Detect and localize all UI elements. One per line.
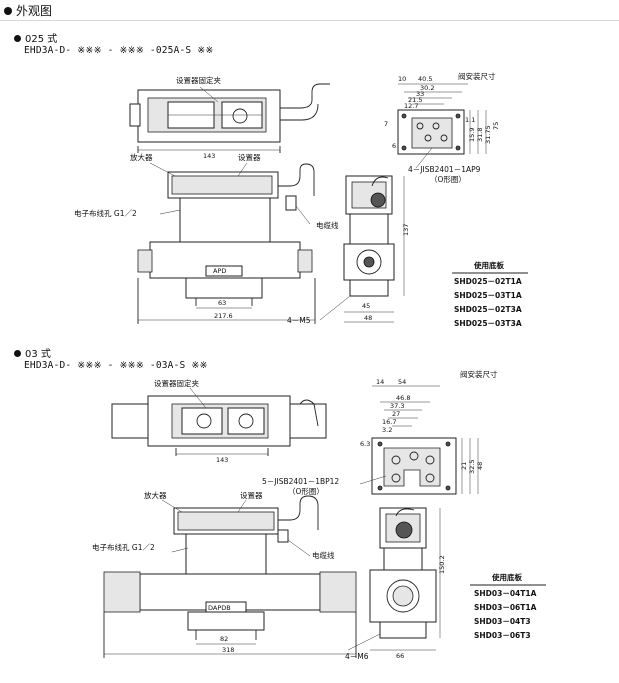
dim-3175-025: 31.75 xyxy=(484,125,492,144)
subplate-item: SHD025－02T1A xyxy=(454,277,522,286)
label-cable-025: 电缆线 xyxy=(316,220,339,230)
apd-logo-025: APD xyxy=(213,267,226,275)
dim-27-03: 27 xyxy=(392,410,400,418)
diagram-025-mount-pattern xyxy=(397,83,487,169)
dim-6-025: 6 xyxy=(392,142,396,150)
dim-159-025: 15.9 xyxy=(468,128,476,142)
header-divider xyxy=(0,20,619,21)
dim-10-025: 10 xyxy=(398,75,406,83)
diagram-025-side-view xyxy=(319,175,405,323)
page-header: 外观图 xyxy=(4,2,52,19)
subplate-item: SHD03－04T3 xyxy=(474,617,531,626)
dim-66-03: 66 xyxy=(396,652,404,660)
bullet-icon xyxy=(14,350,21,357)
label-amplifier-025: 放大器 xyxy=(130,152,153,162)
bullet-icon xyxy=(4,7,12,15)
subplate-item: SHD03－06T3 xyxy=(474,631,531,640)
dim-137-025: 137 xyxy=(402,224,410,236)
diagram-025-top-view xyxy=(129,83,330,153)
dim-318-03: 318 xyxy=(222,646,234,654)
section-025-title: 025 式 xyxy=(25,34,58,45)
dim-33-025: 33 xyxy=(416,90,424,98)
section-03-title: 03 式 xyxy=(25,349,51,360)
diagram-03-mount-pattern xyxy=(359,385,479,495)
dim-318-025: 31.8 xyxy=(476,128,484,142)
section-03-model: EHD3A-D- ※※※ - ※※※ -03A-S ※※ xyxy=(24,360,208,371)
subplate-item: SHD025－02T3A xyxy=(454,305,522,314)
section-03-heading: 03 式 xyxy=(14,345,51,360)
label-clamp-03: 设置器固定夹 xyxy=(154,378,199,388)
subplate-table-025: 使用底板 SHD025－02T1A SHD025－03T1A SHD025－02… xyxy=(452,260,528,328)
diagram-03-side-view xyxy=(347,507,441,651)
label-setter-03: 设置器 xyxy=(240,490,263,500)
label-amplifier-03: 放大器 xyxy=(144,490,167,500)
dim-468-03: 46.8 xyxy=(396,394,410,402)
subplate-item: SHD025－03T1A xyxy=(454,291,522,300)
subplate-item: SHD03－04T1A xyxy=(474,589,537,598)
bullet-icon xyxy=(14,35,21,42)
label-conduit-025: 电子布线孔 G1／2 xyxy=(74,208,137,218)
subplate-item: SHD03－06T1A xyxy=(474,603,537,612)
dim-2176-025: 217.6 xyxy=(214,312,233,320)
dim-325-03: 32.5 xyxy=(468,460,476,474)
label-cable-03: 电缆线 xyxy=(312,550,335,560)
page-title: 外观图 xyxy=(16,4,53,18)
dim-127-025: 12.7 xyxy=(404,102,418,110)
diagram-03-top-view xyxy=(111,387,327,456)
dim-21-03: 21 xyxy=(460,462,468,470)
dim-45-025: 45 xyxy=(362,302,370,310)
label-oring-03: （O形圈） xyxy=(288,487,324,496)
section-025-heading: 025 式 xyxy=(14,30,57,45)
subplate-title-025: 使用底板 xyxy=(473,260,504,270)
label-mount-03: 阀安装尺寸 xyxy=(460,369,498,379)
label-bolt-025: 4－M5 xyxy=(287,316,311,325)
dim-11-025: 1.1 xyxy=(465,116,475,124)
label-iso-025: 4－JISB2401－1AP9 xyxy=(408,165,481,174)
dim-63-03: 6.3 xyxy=(360,440,370,448)
dim-32-03: 3.2 xyxy=(382,426,392,434)
diagram-025-front-view xyxy=(137,162,316,324)
label-clamp-025: 设置器固定夹 xyxy=(176,75,221,85)
apd-logo-03: DAPDB xyxy=(208,604,231,612)
label-iso-03: 5－JISB2401－1BP12 xyxy=(262,477,339,486)
dim-48-03: 48 xyxy=(476,462,484,470)
dim-167-03: 16.7 xyxy=(382,418,396,426)
dim-7-025: 7 xyxy=(384,120,388,128)
diagram-03-front-view xyxy=(103,495,357,658)
dim-405-025: 40.5 xyxy=(418,75,432,83)
label-oring-025: （O形圈） xyxy=(430,175,466,184)
label-setter-025: 设置器 xyxy=(238,152,261,162)
section-025-model: EHD3A-D- ※※※ - ※※※ -025A-S ※※ xyxy=(24,45,214,56)
dim-143-025: 143 xyxy=(203,152,215,160)
subplate-item: SHD025－03T3A xyxy=(454,319,522,328)
dim-63-025: 63 xyxy=(218,299,226,307)
label-mount-025: 阀安装尺寸 xyxy=(458,71,496,81)
dim-1502-03: 150.2 xyxy=(438,555,446,574)
dim-48-025: 48 xyxy=(364,314,372,322)
dim-143-03: 143 xyxy=(216,456,228,464)
label-conduit-03: 电子布线孔 G1／2 xyxy=(92,542,155,552)
subplate-title-03: 使用底板 xyxy=(491,572,522,582)
label-bolt-03: 4－M6 xyxy=(345,652,369,661)
subplate-table-03: 使用底板 SHD03－04T1A SHD03－06T1A SHD03－04T3 … xyxy=(470,572,546,640)
dim-82-03: 82 xyxy=(220,635,228,643)
dim-14-03: 14 xyxy=(376,378,384,386)
dim-302-025: 30.2 xyxy=(420,84,434,92)
dim-75-025: 75 xyxy=(492,122,500,130)
dim-215-025: 21.5 xyxy=(408,96,422,104)
dim-373-03: 37.3 xyxy=(390,402,404,410)
dim-54-03: 54 xyxy=(398,378,406,386)
